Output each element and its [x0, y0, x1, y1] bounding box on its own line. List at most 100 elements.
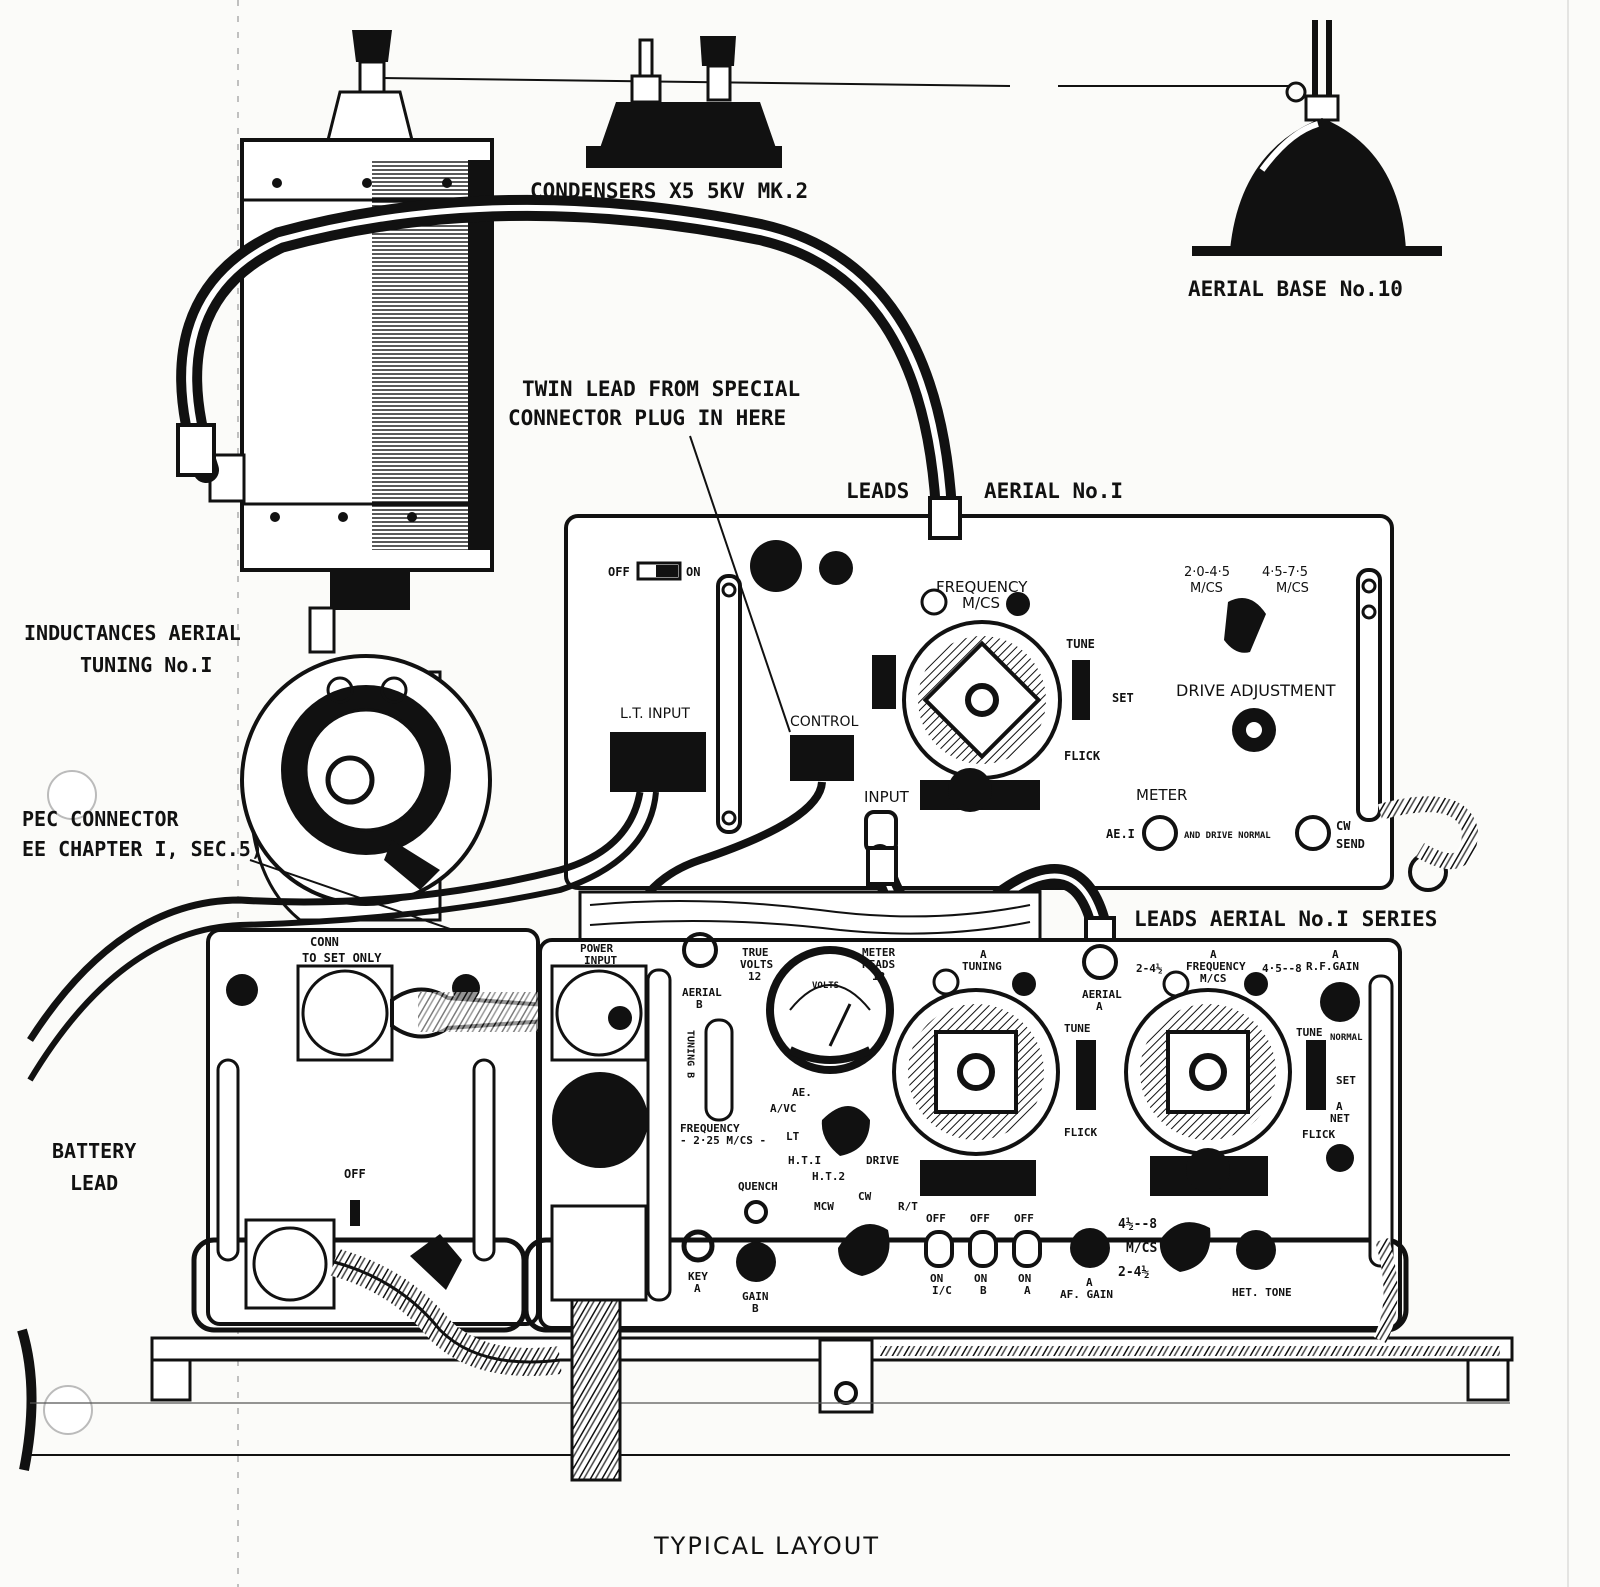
tuning-a-top-label: A	[980, 948, 987, 961]
band-a-low-label: 2-4½	[1136, 962, 1163, 975]
inductances-label-line1: INDUCTANCES AERIAL	[24, 621, 241, 645]
meter-reads-label-3: 12	[872, 970, 885, 983]
tune-b-label: TUNE	[1296, 1026, 1323, 1039]
true-volts-label-2: VOLTS	[740, 958, 773, 971]
meter-reads-label: METER	[862, 946, 895, 959]
aerial-b-label-2: B	[696, 998, 703, 1011]
ht2-label: H.T.2	[812, 1170, 845, 1183]
switch3-on-sub-label: A	[1024, 1284, 1031, 1297]
twin-lead-label-line2: CONNECTOR PLUG IN HERE	[508, 406, 786, 430]
aerial-no1-label: AERIAL No.I	[984, 479, 1123, 503]
inductance-unit	[208, 30, 494, 654]
band-high-unit: M/CS	[1276, 581, 1309, 596]
range-unit-label: M/CS	[1126, 1241, 1157, 1256]
tuner-frequency-label: FREQUENCY	[936, 578, 1028, 596]
punch-hole-top	[47, 770, 97, 820]
lt-input-label: L.T. INPUT	[620, 706, 690, 722]
power-input-label: POWER	[580, 942, 613, 955]
tuner-input-label: INPUT	[864, 788, 910, 806]
aerial-a-label-2: A	[1096, 1000, 1103, 1013]
rf-gain-label: R.F.GAIN	[1306, 960, 1359, 973]
rt-label: R/T	[898, 1200, 918, 1213]
meter-reads-label-2: READS	[862, 958, 895, 971]
mounting-base	[30, 890, 1514, 1456]
freq-a-unit-label: M/CS	[1200, 972, 1227, 985]
band-high-label: 4·5-7·5	[1262, 565, 1308, 580]
tuner-on-label: ON	[686, 565, 700, 579]
power-off-label: OFF	[344, 1167, 366, 1181]
drive-label: DRIVE	[866, 1154, 899, 1167]
switch2-off-label: OFF	[970, 1212, 990, 1225]
condensers-label: CONDENSERS X5 5KV MK.2	[530, 179, 808, 203]
ae-label: AE.	[792, 1086, 812, 1099]
normal-label: NORMAL	[1330, 1033, 1363, 1043]
ht1-label: H.T.I	[788, 1154, 821, 1167]
diagram-caption: TYPICAL LAYOUT	[653, 1532, 880, 1560]
af-gain-top-label: A	[1086, 1276, 1093, 1289]
aerial-tuner-panel	[564, 514, 1448, 892]
switch1-off-label: OFF	[926, 1212, 946, 1225]
conn-to-set-label: TO SET ONLY	[302, 951, 382, 965]
leads-label: LEADS	[846, 479, 909, 503]
freq-a-label: FREQUENCY	[1186, 960, 1246, 973]
wireless-set-panel	[523, 932, 1409, 1482]
band-low-unit: M/CS	[1190, 581, 1223, 596]
aerial-b-label: AERIAL	[682, 986, 722, 999]
tuner-tune-label: TUNE	[1066, 637, 1095, 651]
range-low-label: 2-4½	[1118, 1265, 1149, 1280]
flick-a-label: FLICK	[1064, 1126, 1097, 1139]
aerial-base-label: AERIAL BASE No.10	[1188, 277, 1403, 301]
avc-label: A/VC	[770, 1102, 797, 1115]
left-edge-mark	[17, 1328, 37, 1471]
leads-series-label: LEADS AERIAL No.I SERIES	[1134, 907, 1437, 931]
drive-adjustment-label: DRIVE ADJUSTMENT	[1176, 681, 1336, 700]
meter-label: METER	[1136, 786, 1187, 804]
rf-gain-top-label: A	[1332, 948, 1339, 961]
switch3-on-label: ON	[1018, 1272, 1031, 1285]
key-label: KEY	[688, 1270, 708, 1283]
tuner-set-label: SET	[1112, 691, 1134, 705]
switch2-on-label: ON	[974, 1272, 987, 1285]
meter-ae1-label: AE.I	[1106, 827, 1135, 841]
aerial-a-label: AERIAL	[1082, 988, 1122, 1001]
punch-hole-bottom	[43, 1385, 93, 1435]
special-connector-label-line2: EE CHAPTER I, SEC.5)	[22, 837, 263, 861]
tuner-mcs-label: M/CS	[962, 594, 1000, 612]
set-b-label: SET	[1336, 1074, 1356, 1087]
range-high-label: 4½--8	[1118, 1217, 1157, 1232]
af-gain-label: AF. GAIN	[1060, 1288, 1113, 1301]
switch1-on-label: ON	[930, 1272, 943, 1285]
label-group: CONDENSERS X5 5KV MK.2 AERIAL BASE No.10…	[22, 179, 1437, 1560]
main-set-labels: POWER INPUT AERIAL B TUNING B TRUE VOLTS…	[580, 942, 1363, 1315]
band-a-high-label: 4·5--8	[1262, 962, 1302, 975]
tuner-panel-labels: OFF ON L.T. INPUT CONTROL FREQUENCY M/CS…	[608, 565, 1365, 851]
power-supply-unit	[191, 928, 562, 1376]
tune-a-label: TUNE	[1064, 1022, 1091, 1035]
conn-label: CONN	[310, 935, 339, 949]
flick-b-label: FLICK	[1302, 1128, 1335, 1141]
het-tone-label: HET. TONE	[1232, 1286, 1292, 1299]
gain-b-label: GAIN	[742, 1290, 769, 1303]
tuner-flick-label: FLICK	[1064, 749, 1101, 763]
true-volts-label-3: 12	[748, 970, 761, 983]
switch3-off-label: OFF	[1014, 1212, 1034, 1225]
frequency-b-label: FREQUENCY	[680, 1122, 740, 1135]
frequency-b-range: - 2·25 M/CS -	[680, 1134, 766, 1147]
tuning-a-label: TUNING	[962, 960, 1002, 973]
tuner-off-label: OFF	[608, 565, 630, 579]
freq-a-top-label: A	[1210, 948, 1217, 961]
battery-lead-label-line1: BATTERY	[52, 1139, 136, 1163]
net-label: NET	[1330, 1112, 1350, 1125]
band-low-label: 2·0-4·5	[1184, 565, 1230, 580]
key-label-2: A	[694, 1282, 701, 1295]
battery-lead-label-line2: LEAD	[70, 1171, 118, 1195]
true-volts-label: TRUE	[742, 946, 769, 959]
aerial-tuning-dial	[240, 654, 492, 922]
control-label: CONTROL	[790, 714, 859, 730]
meter-normal-label: AND DRIVE NORMAL	[1184, 831, 1271, 841]
meter-cw-label: CW	[1336, 819, 1351, 833]
twin-lead-label-line1: TWIN LEAD FROM SPECIAL	[522, 377, 800, 401]
special-connector-label-line1: PEC CONNECTOR	[22, 807, 179, 831]
condensers-unit	[586, 36, 782, 168]
